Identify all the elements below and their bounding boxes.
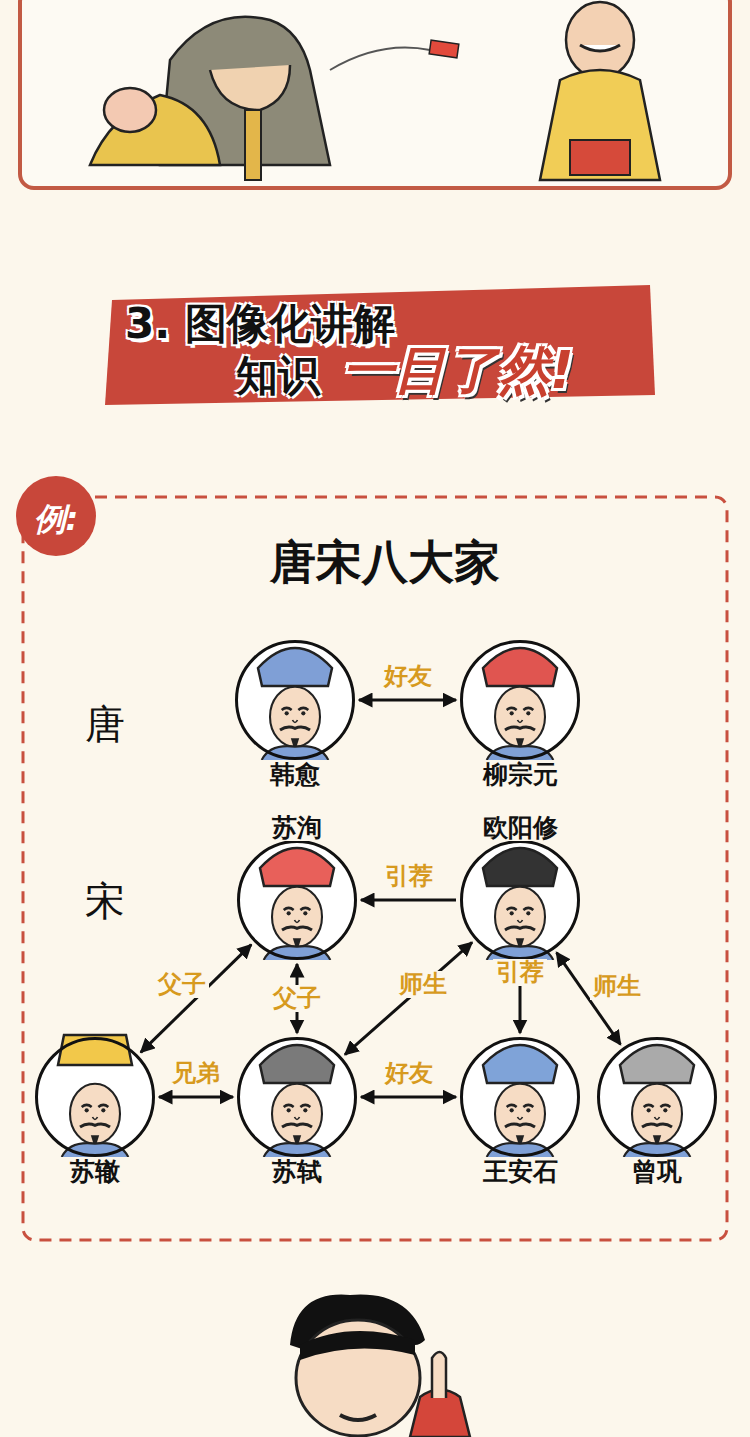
person-name: 韩愈 (267, 761, 323, 789)
portrait-circle: 王安石 (460, 1037, 580, 1157)
portrait-circle: 柳宗元 (460, 640, 580, 760)
person-name: 王安石 (480, 1158, 561, 1186)
diagram-title: 唐宋八大家 (270, 532, 500, 594)
relation-label: 兄弟 (169, 1060, 223, 1086)
relation-label: 师生 (590, 973, 644, 999)
banner-text: 知识 (236, 348, 320, 404)
portrait-circle: 曾巩 (597, 1037, 717, 1157)
relation-label: 引荐 (493, 959, 547, 985)
portrait-circle: 韩愈 (235, 640, 355, 760)
dynasty-label: 宋 (85, 874, 125, 929)
relation-arrow (361, 899, 456, 902)
relation-arrow (345, 942, 472, 1054)
relation-label: 引荐 (382, 863, 436, 889)
relation-label: 父子 (270, 985, 324, 1011)
portrait-circle: 苏洵 (237, 840, 357, 960)
relation-label: 父子 (155, 971, 209, 997)
relation-arrow (159, 1096, 233, 1099)
portrait-circle: 苏轼 (237, 1037, 357, 1157)
example-badge: 例: (34, 498, 79, 542)
relation-label: 师生 (396, 971, 450, 997)
person-name: 苏辙 (67, 1158, 123, 1186)
relation-arrow (141, 945, 251, 1053)
person-name: 柳宗元 (480, 761, 561, 789)
portrait-circle: 欧阳修 (460, 840, 580, 960)
person-name: 苏轼 (269, 1158, 325, 1186)
portrait-circle: 苏辙 (35, 1037, 155, 1157)
banner-emphasis: 一目了然! (342, 336, 574, 406)
dynasty-label: 唐 (85, 697, 125, 752)
relation-arrow (359, 699, 456, 702)
relation-arrow (361, 1096, 456, 1099)
person-name: 苏洵 (269, 814, 325, 842)
person-name: 欧阳修 (480, 814, 561, 842)
relation-label: 好友 (381, 663, 435, 689)
relation-label: 好友 (382, 1060, 436, 1086)
person-name: 曾巩 (629, 1158, 685, 1186)
